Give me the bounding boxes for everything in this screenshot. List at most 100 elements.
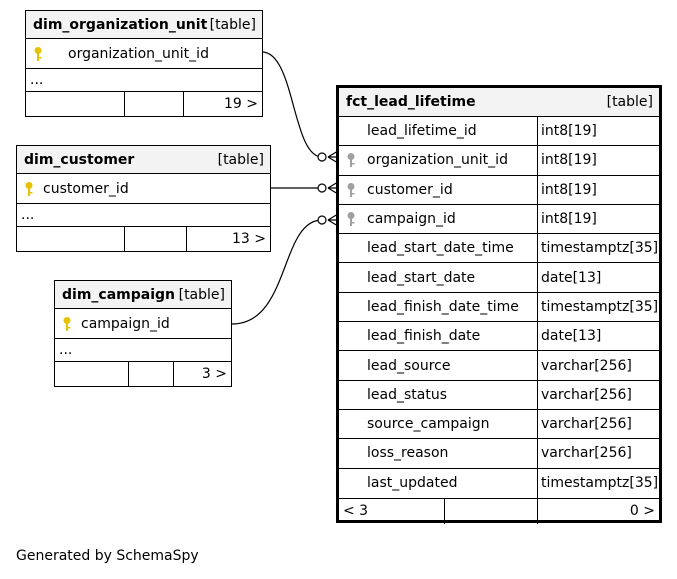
parent-count[interactable]: < 3 (339, 498, 445, 524)
column-name-cell: lead_lifetime_id (339, 117, 538, 146)
column-row[interactable]: lead_start_date_time timestamptz[35] (339, 234, 659, 264)
ellipsis-row: ... (26, 69, 262, 92)
column-type: varchar[256] (541, 386, 632, 403)
column-name-cell: last_updated (339, 468, 538, 498)
relationship-end-campaign (317, 215, 327, 225)
footer-cell-parents (17, 227, 125, 251)
table-kind: [table] (606, 94, 653, 110)
table-fct-lead-lifetime[interactable]: fct_lead_lifetime [table] lead_lifetime_… (336, 85, 662, 524)
column-type: timestamptz[35] (541, 475, 659, 492)
column-name-cell: lead_finish_date_time (339, 292, 538, 322)
relationship-campaign (231, 219, 323, 325)
table-kind: [table] (209, 16, 256, 33)
column-type: timestamptz[35] (541, 298, 659, 315)
column-name: lead_lifetime_id (367, 123, 477, 140)
footer-cell-spacer (125, 92, 184, 116)
more-columns: ... (59, 342, 73, 358)
column-name-cell: lead_start_date (339, 263, 538, 292)
column-name: organization_unit_id (68, 45, 209, 62)
column-name: lead_status (367, 386, 447, 403)
column-name-cell: source_campaign (339, 409, 538, 439)
table-kind: [table] (178, 286, 225, 303)
generated-by-label: Generated by SchemaSpy (16, 548, 199, 564)
child-count[interactable]: 0 > (629, 503, 655, 520)
footer-cell-spacer (445, 498, 538, 524)
column-row[interactable]: campaign_id (55, 309, 231, 339)
column-type: int8[19] (541, 123, 597, 140)
table-dim-organization-unit[interactable]: dim_organization_unit [table] organizati… (25, 10, 263, 117)
table-header: dim_campaign [table] (55, 281, 231, 309)
column-name-cell: organization_unit_id (339, 146, 538, 175)
child-count[interactable]: 19 > (224, 96, 258, 112)
column-name: lead_start_date (367, 269, 476, 286)
footer-cell-parents (55, 362, 129, 386)
foreign-key-icon (339, 152, 363, 168)
column-row[interactable]: lead_finish_date date[13] (339, 322, 659, 352)
table-footer: 13 > (17, 227, 270, 251)
column-name: lead_finish_date_time (367, 298, 519, 315)
column-name: loss_reason (367, 445, 449, 462)
more-columns: ... (21, 207, 35, 223)
column-type: int8[19] (541, 181, 597, 198)
ellipsis-row: ... (55, 339, 231, 362)
primary-key-icon (17, 181, 41, 197)
footer-cell-spacer (129, 362, 174, 386)
column-row[interactable]: lead_finish_date_time timestamptz[35] (339, 292, 659, 323)
column-row[interactable]: source_campaign varchar[256] (339, 409, 659, 440)
relationship-end-customer (317, 183, 327, 193)
footer-cell-parents (26, 92, 125, 116)
column-row[interactable]: lead_status varchar[256] (339, 380, 659, 410)
column-name-cell: lead_finish_date (339, 322, 538, 351)
table-dim-customer[interactable]: dim_customer [table] customer_id ... 13 … (16, 145, 271, 252)
relationship-organization-unit (261, 51, 323, 158)
table-name: dim_customer (24, 151, 135, 168)
primary-key-icon (55, 316, 79, 332)
column-row[interactable]: organization_unit_id (26, 39, 262, 69)
table-kind: [table] (217, 151, 264, 168)
column-type: date[13] (541, 269, 602, 286)
column-name-cell: loss_reason (339, 439, 538, 468)
column-row[interactable]: loss_reason varchar[256] (339, 439, 659, 469)
column-row[interactable]: lead_source varchar[256] (339, 351, 659, 381)
column-name: lead_source (367, 357, 451, 374)
column-type: int8[19] (541, 211, 597, 228)
column-name: source_campaign (367, 416, 490, 433)
foreign-key-icon (339, 211, 363, 227)
column-name: campaign_id (81, 315, 170, 332)
column-row[interactable]: customer_id (17, 174, 270, 204)
table-name: fct_lead_lifetime (346, 94, 476, 110)
column-name: customer_id (43, 180, 129, 197)
column-type: timestamptz[35] (541, 240, 659, 257)
footer-cell-spacer (125, 227, 187, 251)
table-header: dim_customer [table] (17, 146, 270, 174)
column-type: varchar[256] (541, 445, 632, 462)
child-count[interactable]: 13 > (232, 231, 266, 247)
table-footer: 19 > (26, 92, 262, 116)
column-type: varchar[256] (541, 416, 632, 433)
column-type: int8[19] (541, 152, 597, 169)
table-name: dim_organization_unit (33, 16, 208, 33)
table-header: dim_organization_unit [table] (26, 11, 262, 39)
column-name-cell: customer_id (339, 175, 538, 204)
relationship-end-organization-unit (317, 152, 327, 162)
column-name-cell: campaign_id (339, 204, 538, 234)
child-count[interactable]: 3 > (201, 366, 227, 382)
column-row[interactable]: lead_start_date date[13] (339, 263, 659, 293)
column-name-cell: lead_start_date_time (339, 234, 538, 263)
more-columns: ... (30, 72, 44, 88)
foreign-key-icon (339, 182, 363, 198)
column-name-cell: lead_source (339, 351, 538, 380)
column-type: varchar[256] (541, 357, 632, 374)
primary-key-icon (26, 46, 50, 62)
table-dim-campaign[interactable]: dim_campaign [table] campaign_id ... 3 > (54, 280, 232, 387)
table-footer: < 3 0 > (339, 497, 659, 524)
column-name: lead_start_date_time (367, 240, 514, 257)
column-row[interactable]: lead_lifetime_id int8[19] (339, 117, 659, 147)
column-type: date[13] (541, 328, 602, 345)
column-name: lead_finish_date (367, 328, 481, 345)
